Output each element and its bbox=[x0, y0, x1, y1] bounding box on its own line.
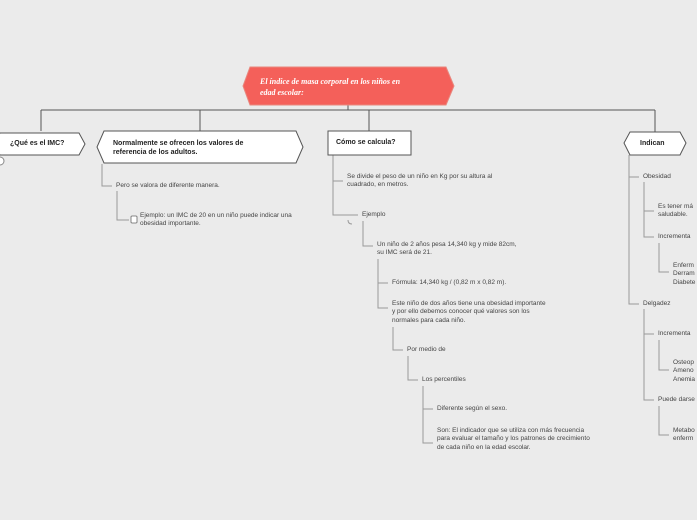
branch4-ob3[interactable]: Enferm Derram Diabete bbox=[673, 262, 695, 287]
branch3-c9-line2: para evaluar el tamaño y los patrones de… bbox=[437, 435, 590, 443]
branch4-ob1-line1: Es tener má bbox=[658, 203, 694, 210]
root-title[interactable]: El índice de masa corporal en los niños … bbox=[260, 76, 440, 98]
branch4-de4[interactable]: Metabo enferm bbox=[673, 427, 695, 444]
branch1-label[interactable]: ¿Qué es el IMC? bbox=[10, 140, 65, 147]
branch4-de3[interactable]: Puede darse bbox=[658, 396, 695, 403]
branch3-c5-line3: normales para cada niño. bbox=[392, 316, 466, 324]
branch3-c2[interactable]: Ejemplo bbox=[362, 211, 386, 218]
branch3-node-shape bbox=[327, 130, 412, 156]
branch4-de2-line1: Osteop bbox=[673, 359, 694, 366]
branch4-de4-line2: enferm bbox=[673, 435, 694, 443]
branch4-ob3-line2: Derram bbox=[673, 270, 695, 278]
branch4-ob3-line1: Enferm bbox=[673, 262, 694, 269]
branch2-child2[interactable]: Ejemplo: un IMC de 20 en un niño puede i… bbox=[140, 212, 292, 229]
branch3-c5[interactable]: Este niño de dos años tiene una obesidad… bbox=[392, 300, 546, 325]
root-title-line1: El índice de masa corporal en los niños … bbox=[260, 77, 401, 86]
branch3-c1-line2: cuadrado, en metros. bbox=[347, 181, 409, 189]
branch3-c8[interactable]: Diferente según el sexo. bbox=[437, 405, 508, 412]
branch4-de2[interactable]: Osteop Ameno Anemia bbox=[673, 359, 695, 384]
branch4-label[interactable]: Indican bbox=[640, 140, 665, 147]
branch3-c5-line1: Este niño de dos años tiene una obesidad… bbox=[392, 300, 546, 307]
branch3-c9-line3: de cada niño en la edad escolar. bbox=[437, 443, 531, 451]
branch3-label[interactable]: Cómo se calcula? bbox=[336, 139, 396, 146]
branch3-c3-line2: su IMC será de 21. bbox=[377, 249, 432, 257]
branch3-c1[interactable]: Se divide el peso de un niño en Kg por s… bbox=[347, 173, 492, 190]
branch3-c1-line1: Se divide el peso de un niño en Kg por s… bbox=[347, 173, 493, 180]
collapse-dot bbox=[0, 156, 5, 166]
checkbox-icon bbox=[130, 215, 138, 224]
root-title-line2: edad escolar: bbox=[260, 88, 304, 97]
branch4-de2-line3: Anemia bbox=[673, 375, 696, 383]
branch1-node-shape bbox=[0, 132, 86, 156]
branch2-child2-line1: Ejemplo: un IMC de 20 en un niño puede i… bbox=[140, 212, 292, 219]
branch2-label[interactable]: Normalmente se ofrecen los valores de re… bbox=[113, 139, 243, 157]
branch2-label-line2: referencia de los adultos. bbox=[113, 149, 198, 156]
branch4-de2-line2: Ameno bbox=[673, 367, 694, 375]
branch3-c9[interactable]: Son: El indicador que se utiliza con más… bbox=[437, 427, 590, 452]
branch3-c3-line1: Un niño de 2 años pesa 14,340 kg y mide … bbox=[377, 241, 517, 248]
branch4-ob2[interactable]: Incrementa bbox=[658, 233, 691, 240]
root-node-shape bbox=[242, 66, 455, 106]
branch3-c5-line2: y por ello debemos conocer qué valores s… bbox=[392, 308, 530, 316]
branch4-obesidad[interactable]: Obesidad bbox=[643, 173, 671, 180]
branch2-child1[interactable]: Pero se valora de diferente manera. bbox=[116, 182, 220, 189]
branch3-c7[interactable]: Los percentiles bbox=[422, 376, 466, 383]
branch4-ob3-line3: Diabete bbox=[673, 278, 696, 286]
branch4-ob1[interactable]: Es tener má saludable. bbox=[658, 203, 693, 220]
branch4-delgadez[interactable]: Delgadez bbox=[643, 300, 671, 307]
branch3-c6[interactable]: Por medio de bbox=[407, 346, 446, 353]
branch3-c3[interactable]: Un niño de 2 años pesa 14,340 kg y mide … bbox=[377, 241, 516, 258]
branch4-de4-line1: Metabo bbox=[673, 427, 695, 434]
branch4-node-shape bbox=[623, 131, 687, 156]
branch3-c9-line1: Son: El indicador que se utiliza con más… bbox=[437, 427, 585, 434]
branch3-c4[interactable]: Fórmula: 14,340 kg / (0,82 m x 0,82 m). bbox=[392, 279, 507, 286]
branch2-node-shape bbox=[96, 130, 304, 164]
branch2-label-line1: Normalmente se ofrecen los valores de bbox=[113, 140, 244, 147]
branch2-child2-line2: obesidad importante. bbox=[140, 220, 201, 228]
branch4-ob1-line2: saludable. bbox=[658, 211, 688, 219]
branch4-de1[interactable]: Incrementa bbox=[658, 330, 691, 337]
